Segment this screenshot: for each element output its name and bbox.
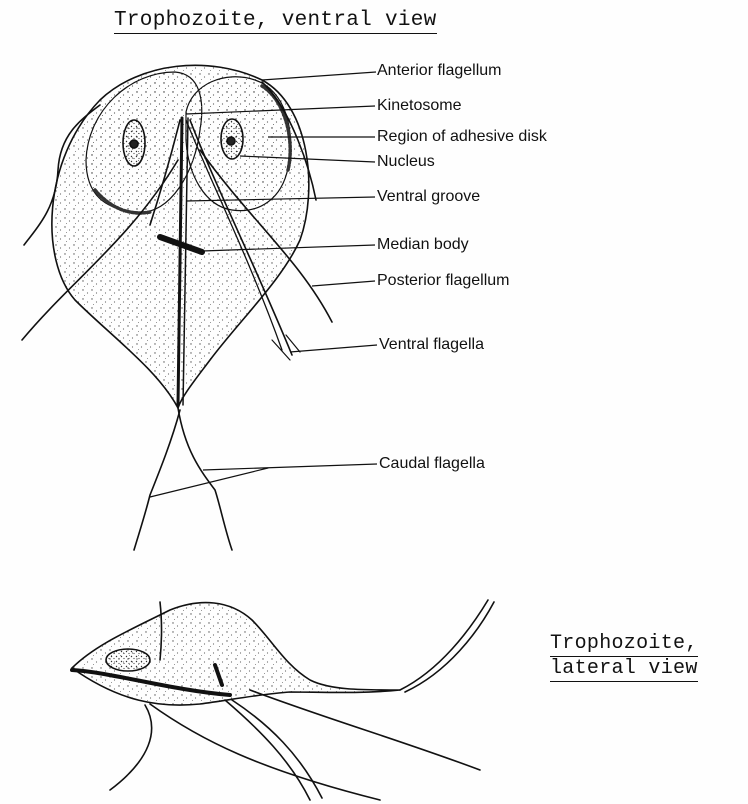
label-kinetosome: Kinetosome <box>377 97 462 115</box>
lateral-title-line2: lateral view <box>550 657 698 682</box>
ventral-view-title: Trophozoite, ventral view <box>114 9 437 34</box>
lateral-view-title: Trophozoite, lateral view <box>550 632 698 682</box>
label-median-body: Median body <box>377 236 469 254</box>
ventral-view-drawing <box>22 65 332 550</box>
label-anterior-flagellum: Anterior flagellum <box>377 62 502 80</box>
label-posterior-flagellum: Posterior flagellum <box>377 272 510 290</box>
lateral-view-drawing <box>72 600 494 800</box>
lateral-title-line1: Trophozoite, <box>550 632 698 657</box>
label-caudal-flagella: Caudal flagella <box>379 455 485 473</box>
label-adhesive-disk: Region of adhesive disk <box>377 128 547 146</box>
label-ventral-groove: Ventral groove <box>377 188 480 206</box>
label-nucleus: Nucleus <box>377 153 435 171</box>
label-ventral-flagella: Ventral flagella <box>379 336 484 354</box>
lateral-nucleus <box>106 649 150 671</box>
